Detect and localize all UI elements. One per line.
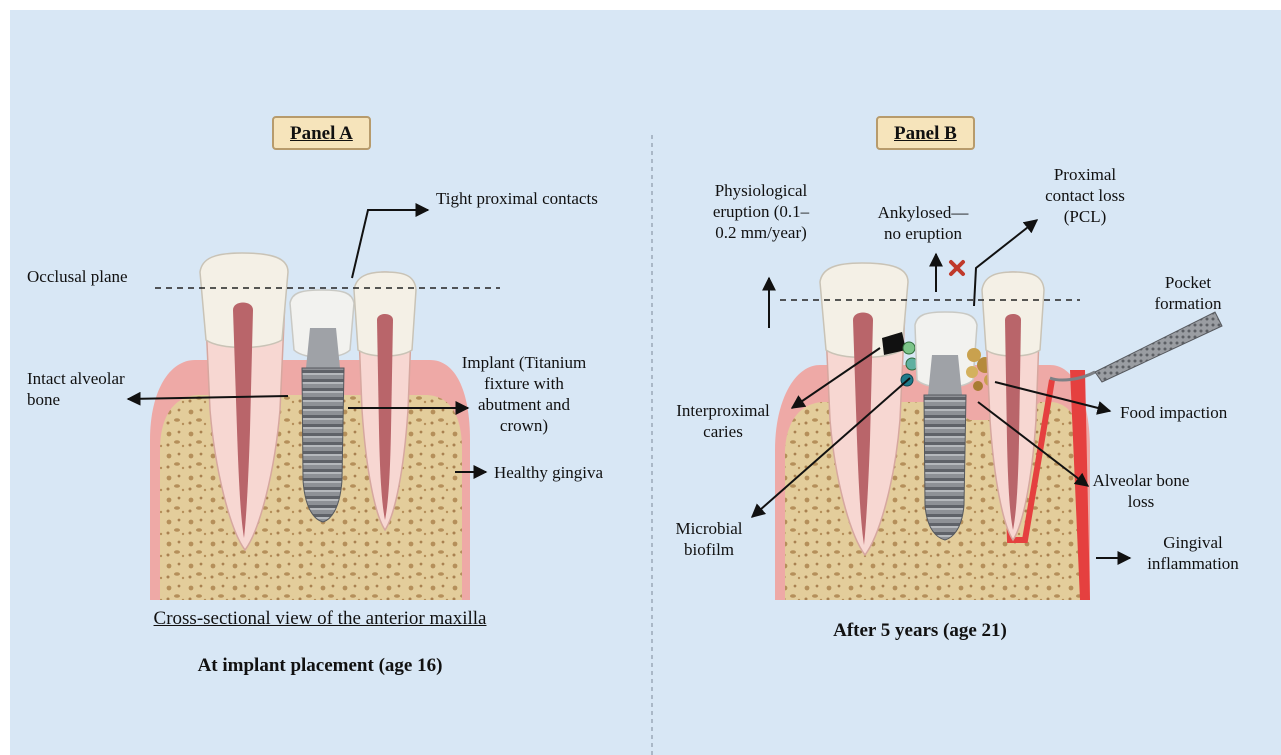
caption-panel-a-time: At implant placement (age 16) (70, 655, 570, 677)
label-healthy-gingiva: Healthy gingiva (494, 462, 654, 483)
label-proximal-contact-loss: Proximal contact loss (PCL) (1035, 164, 1135, 227)
figure-canvas: Panel A Tight proximal contacts Occlusal… (10, 10, 1281, 755)
label-food-impaction: Food impaction (1120, 402, 1270, 423)
panel-b-tag: Panel B (876, 116, 975, 150)
label-interproximal-caries: Interproximal caries (668, 400, 778, 442)
label-intact-alveolar-bone: Intact alveolar bone (27, 368, 147, 410)
label-ankylosed: Ankylosed—no eruption (873, 202, 973, 244)
caption-panel-b-time: After 5 years (age 21) (710, 620, 1130, 642)
no-eruption-cross (951, 262, 963, 274)
label-occlusal-plane: Occlusal plane (27, 266, 177, 287)
label-tight-contacts: Tight proximal contacts (436, 188, 606, 209)
label-gingival-inflammation: Gingival inflammation (1138, 532, 1248, 574)
caption-cross-section: Cross-sectional view of the anterior max… (70, 608, 570, 630)
panel-a-illustration (128, 210, 500, 600)
label-alveolar-bone-loss: Alveolar bone loss (1086, 470, 1196, 512)
arrow-tight-contacts (352, 210, 428, 278)
label-pocket-formation: Pocket formation (1140, 272, 1236, 314)
biofilm-cell (903, 342, 915, 354)
diagram-graphics (10, 10, 1281, 755)
label-implant: Implant (Titanium fixture with abutment … (454, 352, 594, 436)
label-microbial-biofilm: Microbial biofilm (664, 518, 754, 560)
label-physiological-eruption: Physiological eruption (0.1–0.2 mm/year) (705, 180, 817, 243)
panel-a-tag: Panel A (272, 116, 371, 150)
